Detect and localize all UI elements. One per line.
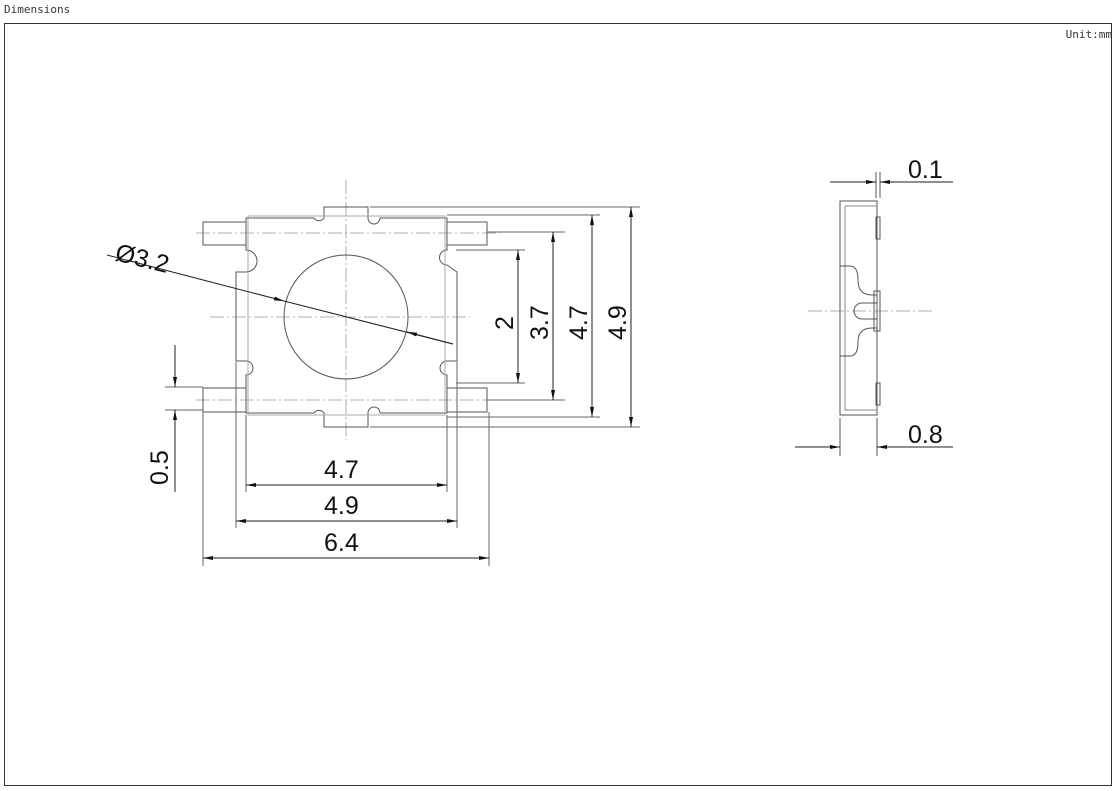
side-view: 0.1 0.8: [795, 156, 953, 456]
top-view: Ø3.2 2 3.7 4.7 4.9 0.5 4.7 4.9 6.4: [106, 180, 640, 566]
lead-top-right: [446, 221, 488, 246]
actuator-circle: [283, 254, 409, 380]
dim-3-7: 3.7: [526, 305, 554, 340]
dim-4-7: 4.7: [565, 305, 593, 340]
drawing-frame: [4, 23, 1112, 786]
dim-side-0-1: 0.1: [908, 156, 943, 184]
unit-label: Unit:mm: [1065, 28, 1112, 41]
dim-width-4-9: 4.9: [324, 492, 359, 520]
side-body: [839, 200, 878, 416]
diameter-label: Ø3.2: [113, 239, 172, 279]
dim-width-6-4: 6.4: [324, 529, 359, 557]
drawing-title: Dimensions: [4, 3, 71, 16]
dim-side-0-8: 0.8: [908, 421, 943, 449]
lead-top-left: [202, 221, 247, 246]
dim-4-9: 4.9: [604, 305, 632, 340]
switch-body-outline: [235, 206, 458, 428]
dim-width-4-7: 4.7: [324, 456, 359, 484]
dim-lead-width: 0.5: [146, 450, 174, 485]
dim-2: 2: [491, 316, 519, 330]
